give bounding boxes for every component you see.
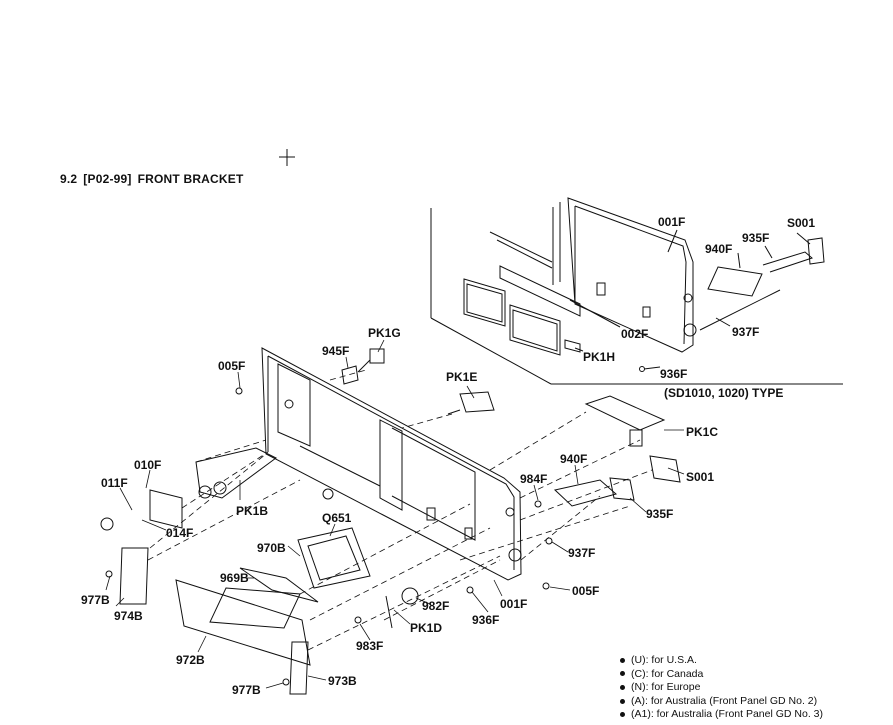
label-inset-937f: 937F: [732, 325, 759, 339]
section-number: 9.2: [60, 172, 78, 186]
label-inset-002f: 002F: [621, 327, 648, 341]
label-inset-935f: 935F: [742, 231, 769, 245]
label-pk1b: PK1B: [236, 504, 268, 518]
label-pk1c: PK1C: [686, 425, 718, 439]
label-984f: 984F: [520, 472, 547, 486]
section-title: FRONT BRACKET: [137, 172, 244, 186]
legend-item: (N): for Europe: [620, 681, 823, 695]
inset-type-label: (SD1010, 1020) TYPE: [664, 386, 784, 400]
label-977b-bottom: 977B: [232, 683, 261, 697]
label-945f: 945F: [322, 344, 349, 358]
pk1c-pk1e-parts: [447, 391, 681, 507]
legend-item: (C): for Canada: [620, 668, 823, 682]
bullet-icon: [620, 671, 625, 677]
label-972b: 972B: [176, 653, 205, 667]
bullet-icon: [620, 712, 625, 718]
leader-lines: [105, 339, 685, 689]
pk1g-945f-parts: [235, 348, 385, 395]
label-005f-bottom: 005F: [572, 584, 599, 598]
label-010f: 010F: [134, 458, 161, 472]
label-inset-001f: 001F: [658, 215, 685, 229]
label-982f: 982F: [422, 599, 449, 613]
label-935f: 935F: [646, 507, 673, 521]
legend-item: (A1): for Australia (Front Panel GD No. …: [620, 708, 823, 722]
legend-item: (U): for U.S.A.: [620, 654, 823, 668]
label-937f: 937F: [568, 546, 595, 560]
front-panel-parts: [105, 488, 553, 695]
bullet-icon: [620, 657, 625, 663]
label-940f: 940F: [560, 452, 587, 466]
region-legend: (U): for U.S.A. (C): for Canada (N): for…: [620, 654, 823, 722]
bullet-icon: [620, 698, 625, 704]
label-inset-s001: S001: [787, 216, 815, 230]
label-inset-936f: 936F: [660, 367, 687, 381]
label-s001: S001: [686, 470, 714, 484]
label-pk1e: PK1E: [446, 370, 477, 384]
label-001f: 001F: [500, 597, 527, 611]
label-q651: Q651: [322, 511, 352, 525]
pk1b-switch-block: [100, 447, 277, 531]
label-970b: 970B: [257, 541, 286, 555]
label-983f: 983F: [356, 639, 383, 653]
legend-item: (A): for Australia (Front Panel GD No. 2…: [620, 695, 823, 709]
registration-mark-icon: [279, 149, 295, 166]
label-inset-pk1h: PK1H: [583, 350, 615, 364]
inset-frame: [430, 208, 843, 385]
label-011f: 011F: [101, 476, 128, 490]
label-inset-940f: 940F: [705, 242, 732, 256]
label-pk1d: PK1D: [410, 621, 442, 635]
section-code: [P02-99]: [83, 172, 132, 186]
label-977b-left: 977B: [81, 593, 110, 607]
bullet-icon: [620, 684, 625, 690]
inset-bracket-drawing: [463, 197, 825, 372]
label-973b: 973B: [328, 674, 357, 688]
label-936f: 936F: [472, 613, 499, 627]
label-969b: 969B: [220, 571, 249, 585]
label-005f-top: 005F: [218, 359, 245, 373]
label-pk1g: PK1G: [368, 326, 401, 340]
main-bracket-drawing: [261, 347, 522, 581]
label-014f: 014F: [166, 526, 193, 540]
assembly-dashed-lines: [147, 369, 653, 651]
label-974b: 974B: [114, 609, 143, 623]
page-title: 9.2 [P02-99] FRONT BRACKET: [60, 172, 244, 186]
